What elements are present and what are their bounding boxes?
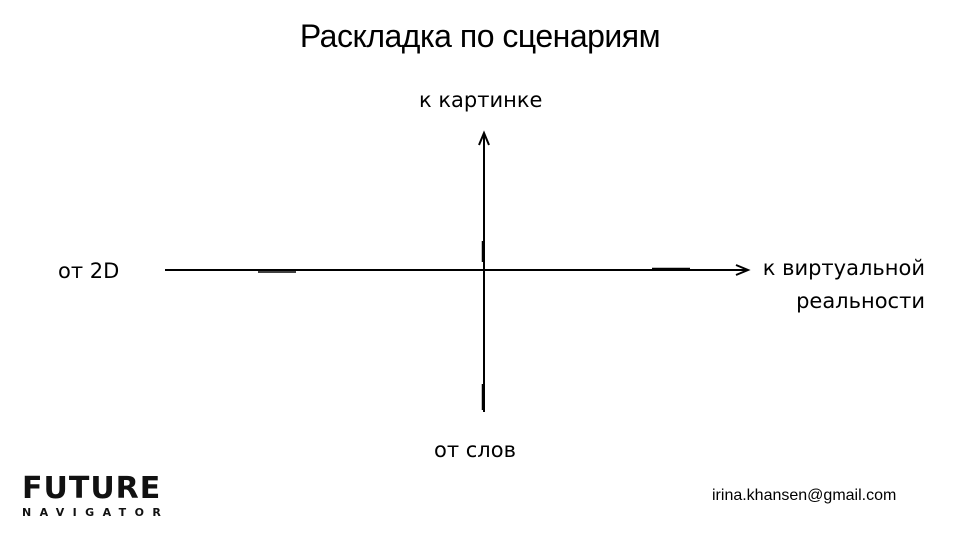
axis-label-right: к виртуальной реальности: [740, 252, 925, 318]
future-navigator-logo: FUTURE NAVIGATOR: [22, 474, 162, 520]
axis-label-bottom: от слов: [434, 438, 516, 462]
axis-label-top: к картинке: [419, 88, 543, 112]
right-arrow-head: [735, 264, 751, 276]
contact-email: irina.khansen@gmail.com: [712, 487, 897, 504]
axis-label-left: от 2D: [58, 259, 120, 283]
slide-title: Раскладка по сценариям: [299, 18, 661, 54]
logo-main-text: FUTURE: [22, 471, 162, 506]
logo-sub-text: NAVIGATOR: [22, 506, 170, 519]
axis-label-right-line2: реальности: [796, 289, 925, 313]
vertical-axis: [478, 130, 490, 412]
up-arrow-head: [478, 130, 490, 146]
horizontal-axis: [165, 264, 751, 276]
axis-label-right-line1: к виртуальной: [762, 256, 925, 280]
